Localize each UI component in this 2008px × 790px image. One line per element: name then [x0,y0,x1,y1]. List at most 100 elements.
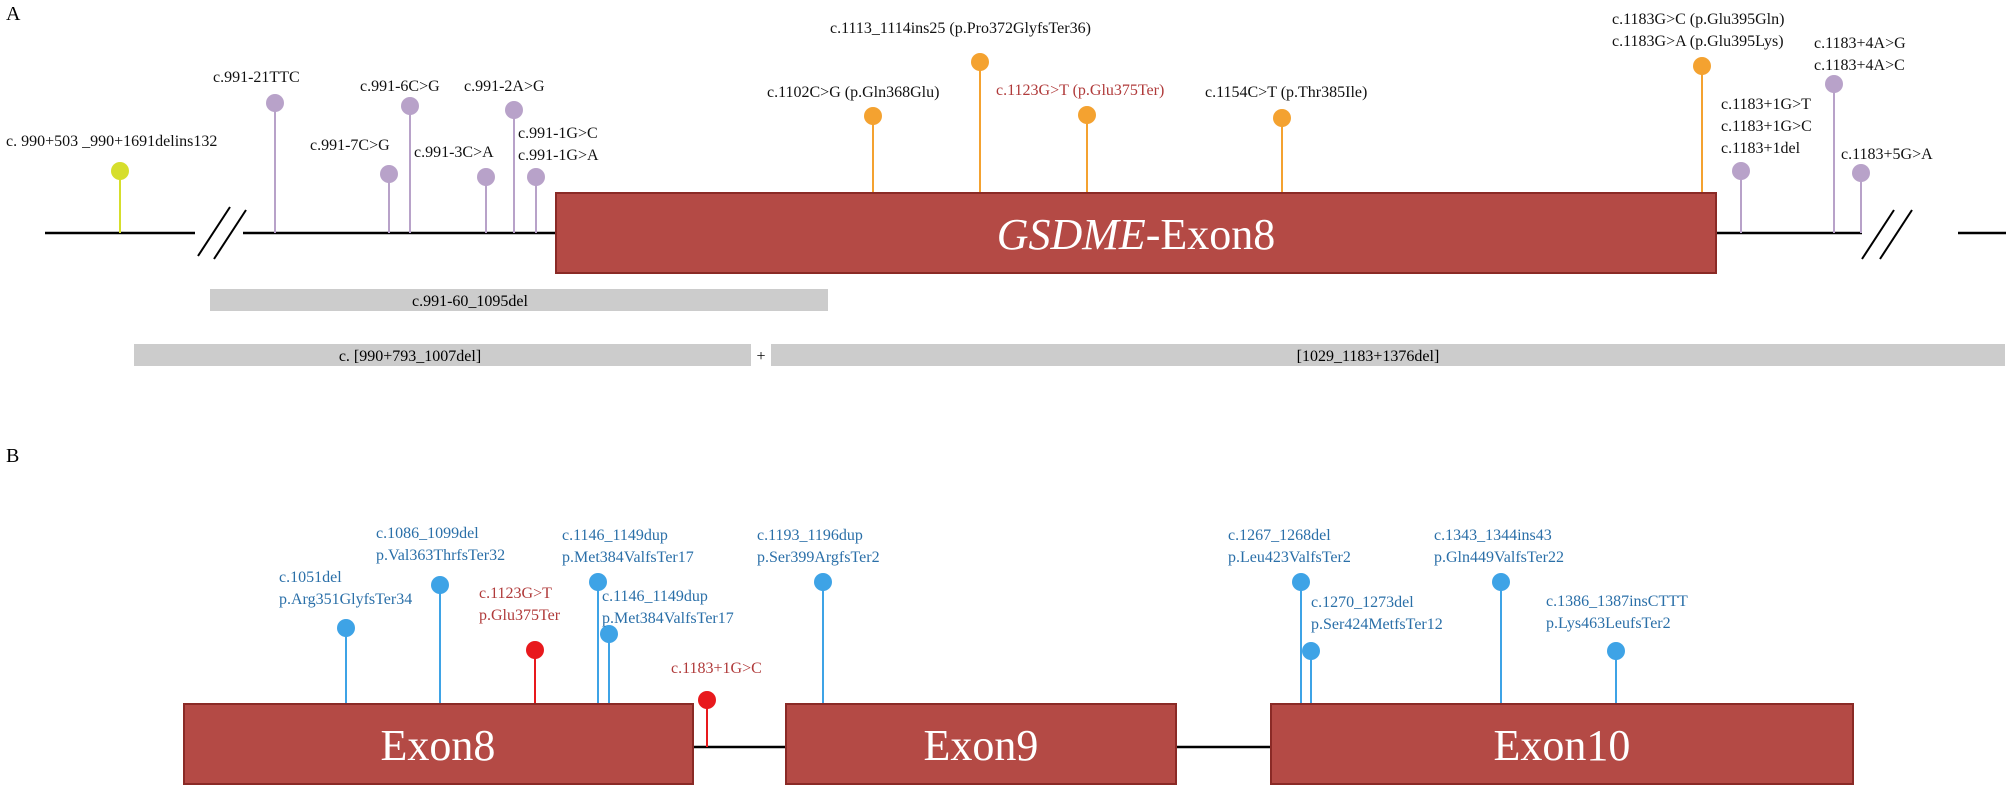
variant-b-label-6-line-1: p.Ser399ArgfsTer2 [757,549,880,566]
plus-sign: + [756,348,765,365]
variant-a-marker-12 [1732,162,1750,180]
variant-a-marker-13 [1825,75,1843,93]
variant-a-label-5: c.991-2A>G [464,78,545,95]
variant-a-label-9: c.1123G>T (p.Glu375Ter) [996,82,1164,99]
exon8-label: Exon8 [381,721,496,770]
exon8-box [183,703,694,785]
variant-b-marker-9 [1492,573,1510,591]
break-mark-left-2 [213,209,247,260]
variant-b-marker-7 [1292,573,1310,591]
variant-b-label-3-line-0: c.1146_1149dup [562,527,668,544]
variant-a-label-12-line-0: c.1183+1G>T [1721,96,1811,113]
deletion-bar-3-label: [1029_1183+1376del] [1297,348,1440,365]
variant-a-marker-14 [1852,164,1870,182]
variant-a-label-7: c.1102C>G (p.Gln368Glu) [767,84,939,101]
variant-a-label-0: c. 990+503 _990+1691delins132 [6,133,217,150]
variant-a-label-14: c.1183+5G>A [1841,146,1933,163]
variant-a-label-2-line-0: c.991-7C>G [310,137,390,154]
variant-a-label-13-line-1: c.1183+4A>C [1814,57,1905,74]
gene-name: GSDME [997,210,1146,259]
variant-b-label-4-line-0: c.1146_1149dup [602,588,708,605]
variant-a-marker-2 [380,165,398,183]
panel-a-variants: c. 990+503 _990+1691delins132 c.991-21TTC… [6,11,1933,233]
variant-a-label-3-line-0: c.991-6C>G [360,78,440,95]
variant-a-marker-8 [971,53,989,71]
exon10-box [1270,703,1854,785]
variant-b-label-5-line-0: c.1183+1G>C [671,660,762,677]
variant-a-marker-9 [1078,106,1096,124]
exon10-label: Exon10 [1494,721,1631,770]
variant-b-label-1-line-1: p.Val363ThrfsTer32 [376,547,505,564]
variant-a-label-11: c.1183G>C (p.Glu395Gln) c.1183G>A (p.Glu3… [1612,11,1784,50]
variant-b-marker-1 [431,576,449,594]
exon-name: -Exon8 [1146,210,1276,259]
exon9-label: Exon9 [924,721,1039,770]
break-mark-right-1 [1861,209,1895,260]
variant-a-label-4: c.991-3C>A [414,144,494,161]
variant-a-label-8-line-0: c.1113_1114ins25 (p.Pro372GlyfsTer36) [830,20,1091,37]
variant-a-label-9-line-0: c.1123G>T (p.Glu375Ter) [996,82,1164,99]
variant-b-label-3: c.1146_1149dup p.Met384ValfsTer17 [562,527,694,566]
panel-b-label: B [6,445,19,467]
variant-a-marker-6 [527,168,545,186]
variant-b-marker-4 [600,625,618,643]
variant-a-marker-10 [1273,109,1291,127]
variant-a-marker-1 [266,94,284,112]
variant-b-label-0-line-0: c.1051del [279,569,342,586]
variant-b-label-4-line-1: p.Met384ValfsTer17 [602,610,734,627]
deletion-bar-1-label: c.991-60_1095del [412,293,529,310]
variant-a-label-0-line-0: c. 990+503 _990+1691delins132 [6,133,217,150]
variant-a-label-6-line-0: c.991-1G>C [518,125,598,142]
variant-b-label-9-line-1: p.Gln449ValfsTer22 [1434,549,1564,566]
deletion-bar-1 [210,289,828,311]
gsdme-exon8-label: GSDME-Exon8 [997,210,1276,259]
variant-b-marker-6 [814,573,832,591]
variant-a-label-7-line-0: c.1102C>G (p.Gln368Glu) [767,84,939,101]
variant-b-label-10-line-1: p.Lys463LeufsTer2 [1546,615,1671,632]
variant-b-marker-5 [698,691,716,709]
deletion-bar-2-label: c. [990+793_1007del] [339,348,481,365]
variant-b-marker-2 [526,641,544,659]
variant-a-label-10-line-0: c.1154C>T (p.Thr385Ile) [1205,84,1367,101]
panel-b-variants: c.1051del p.Arg351GlyfsTer34 c.1086_1099de… [279,525,1688,747]
variant-b-label-8-line-0: c.1270_1273del [1311,594,1414,611]
variant-a-label-8: c.1113_1114ins25 (p.Pro372GlyfsTer36) [830,20,1091,37]
variant-a-label-1: c.991-21TTC [213,69,300,86]
variant-a-marker-3 [401,97,419,115]
variant-b-marker-0 [337,619,355,637]
deletion-bar-2 [134,344,751,366]
variant-a-label-4-line-0: c.991-3C>A [414,144,494,161]
variant-a-marker-5 [505,101,523,119]
break-mark-right-2 [1879,209,1913,260]
variant-b-label-4: c.1146_1149dup p.Met384ValfsTer17 [602,588,734,627]
variant-a-marker-7 [864,107,882,125]
variant-b-label-2-line-1: p.Glu375Ter [479,607,561,624]
variant-a-marker-11 [1693,57,1711,75]
variant-b-label-0-line-1: p.Arg351GlyfsTer34 [279,591,412,608]
variant-b-label-9: c.1343_1344ins43 p.Gln449ValfsTer22 [1434,527,1564,566]
variant-b-label-7-line-0: c.1267_1268del [1228,527,1331,544]
variant-b-marker-8 [1302,642,1320,660]
variant-b-marker-10 [1607,642,1625,660]
variant-a-label-12-line-2: c.1183+1del [1721,140,1801,157]
variant-a-label-11-line-1: c.1183G>A (p.Glu395Lys) [1612,33,1784,50]
variant-a-label-2: c.991-7C>G [310,137,390,154]
variant-a-label-5-line-0: c.991-2A>G [464,78,545,95]
variant-a-label-11-line-0: c.1183G>C (p.Glu395Gln) [1612,11,1784,28]
variant-b-label-10: c.1386_1387insCTTT p.Lys463LeufsTer2 [1546,593,1688,632]
variant-b-label-2: c.1123G>T p.Glu375Ter [479,585,561,624]
variant-a-label-1-line-0: c.991-21TTC [213,69,300,86]
variant-b-label-9-line-0: c.1343_1344ins43 [1434,527,1552,544]
gsdme-exon8-box [555,192,1717,274]
variant-b-label-2-line-0: c.1123G>T [479,585,552,602]
variant-b-label-3-line-1: p.Met384ValfsTer17 [562,549,694,566]
variant-b-label-10-line-0: c.1386_1387insCTTT [1546,593,1688,610]
exon9-box [785,703,1177,785]
